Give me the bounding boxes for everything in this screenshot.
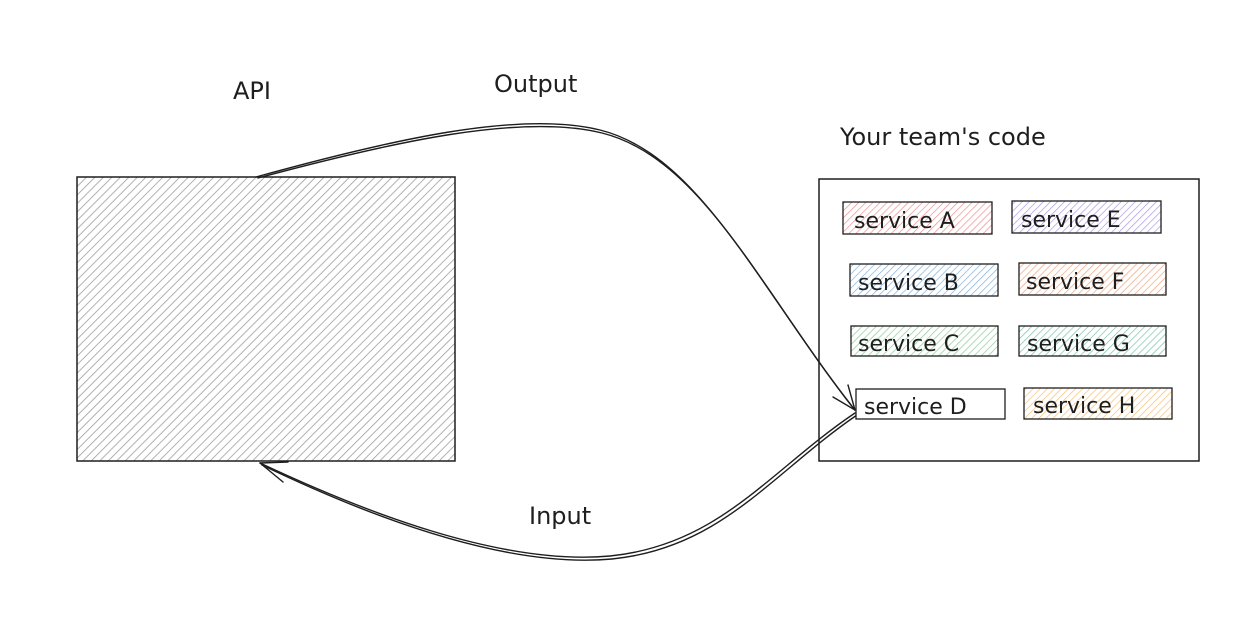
service-c: service C [850,325,999,357]
service-a-label: service A [854,209,955,234]
input-arrow [259,412,858,561]
input-label: Input [529,502,591,530]
service-d-label: service D [864,395,967,420]
service-f-label: service F [1026,270,1124,295]
service-f: service F [1018,262,1167,296]
team-code-box [818,178,1200,462]
team-code-label: Your team's code [839,123,1046,151]
service-e: service E [1011,200,1162,234]
output-arrow [255,122,856,411]
service-b: service B [849,263,999,297]
service-h-label: service H [1033,394,1135,419]
service-h: service H [1023,387,1173,420]
service-b-label: service B [858,271,959,296]
service-a: service A [842,201,993,235]
service-g-label: service G [1027,332,1130,357]
service-g: service G [1018,325,1167,357]
service-e-label: service E [1021,208,1121,233]
api-label: API [233,77,271,105]
api-box [76,176,456,462]
service-d: service D [855,388,1006,420]
output-label: Output [494,70,577,98]
service-c-label: service C [858,332,959,357]
